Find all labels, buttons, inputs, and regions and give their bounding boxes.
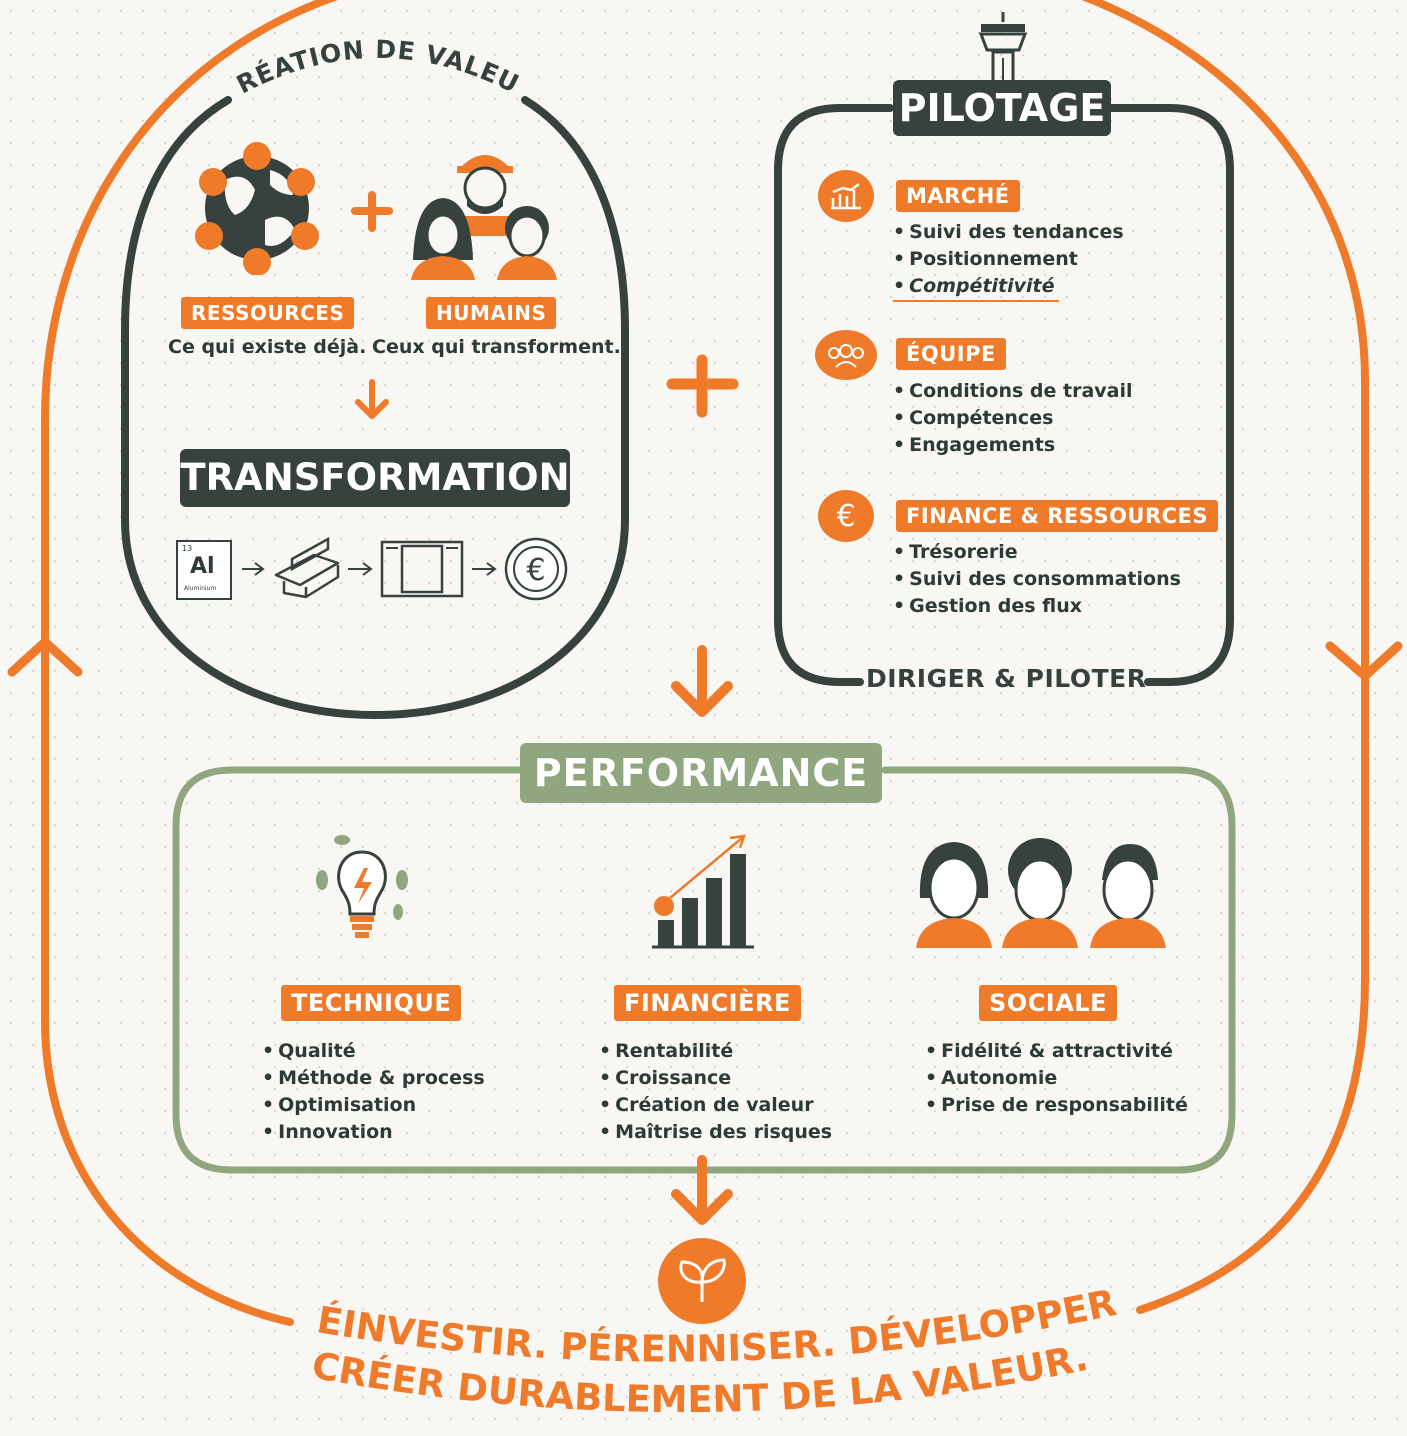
svg-text:€: € — [526, 553, 545, 588]
market-chart-icon — [818, 170, 874, 222]
pilotage-banner: PILOTAGE — [893, 80, 1111, 136]
list-item: Conditions de travail — [893, 378, 1132, 405]
lightbulb-icon — [316, 835, 408, 938]
metal-beam-icon — [274, 536, 340, 599]
loop-arrow-up — [7, 637, 83, 677]
creation-title: CRÉATION DE VALEUR — [0, 0, 524, 99]
team-icon — [815, 330, 877, 380]
list-item: Innovation — [262, 1119, 485, 1146]
element-name: Aluminium — [184, 585, 217, 592]
growth-chart-icon — [652, 834, 754, 949]
technique-list: Qualité Méthode & process Optimisation I… — [262, 1038, 485, 1146]
humans-icon — [411, 155, 557, 280]
loop-arrow-down — [1325, 641, 1403, 681]
list-item: Trésorerie — [893, 539, 1181, 566]
finance-list: Trésorerie Suivi des consommations Gesti… — [893, 539, 1181, 620]
list-item: Croissance — [599, 1065, 832, 1092]
humains-subtitle: Ceux qui transforment. — [372, 336, 621, 358]
financiere-label: FINANCIÈRE — [614, 985, 801, 1021]
ressources-subtitle: Ce qui existe déjà. — [168, 336, 367, 358]
list-item: Méthode & process — [262, 1065, 485, 1092]
window-frame-icon — [380, 540, 464, 598]
humains-label: HUMAINS — [426, 297, 557, 329]
list-item: Prise de responsabilité — [925, 1092, 1188, 1119]
ressources-label: RESSOURCES — [181, 297, 355, 329]
list-item: Rentabilité — [599, 1038, 832, 1065]
aluminium-element-icon: 13 Al Aluminium — [176, 540, 232, 600]
control-tower-icon — [978, 12, 1028, 84]
list-item: Création de valeur — [599, 1092, 832, 1119]
euro-coin-icon: € — [504, 537, 568, 601]
sociale-list: Fidélité & attractivité Autonomie Prise … — [925, 1038, 1188, 1119]
list-item: Maîtrise des risques — [599, 1119, 832, 1146]
list-item: Qualité — [262, 1038, 485, 1065]
pilotage-frame — [774, 104, 1234, 686]
list-item: Suivi des consommations — [893, 566, 1181, 593]
equipe-label: ÉQUIPE — [896, 338, 1006, 370]
sprout-icon — [658, 1238, 746, 1324]
list-item: Engagements — [893, 432, 1133, 459]
transformation-banner: TRANSFORMATION — [180, 449, 570, 507]
list-item: Positionnement — [893, 246, 1124, 273]
creation-frame — [121, 96, 629, 720]
outer-loop-left — [41, 0, 338, 1326]
globe-resources-icon — [195, 142, 319, 275]
arrow-down-footer — [671, 1155, 733, 1225]
element-number: 13 — [182, 544, 193, 553]
list-item: Gestion des flux — [893, 593, 1181, 620]
marche-label: MARCHÉ — [896, 180, 1020, 212]
euro-icon: € — [818, 490, 874, 542]
element-symbol: Al — [190, 554, 215, 579]
pilotage-footer: DIRIGER & PILOTER — [866, 664, 1147, 693]
list-item: Compétences — [893, 405, 1133, 432]
arrow-down-transformation — [355, 379, 389, 419]
list-item: Suivi des tendances — [893, 219, 1124, 246]
plus-center — [666, 354, 739, 418]
performance-frame — [172, 766, 1236, 1174]
outer-loop-right — [1081, 0, 1369, 1314]
performance-banner: PERFORMANCE — [520, 743, 882, 803]
financiere-list: Rentabilité Croissance Création de valeu… — [599, 1038, 832, 1146]
sociale-label: SOCIALE — [979, 985, 1117, 1021]
arrow-down-performance — [671, 645, 733, 717]
finance-label: FINANCE & RESSOURCES — [896, 500, 1219, 532]
equipe-list: Conditions de travail Compétences Engage… — [893, 378, 1133, 459]
list-item: Optimisation — [262, 1092, 485, 1119]
technique-label: TECHNIQUE — [281, 985, 462, 1021]
list-item: Autonomie — [925, 1065, 1188, 1092]
list-item: Compétitivité — [893, 273, 1059, 302]
people-icon — [916, 838, 1166, 948]
plus-creation — [351, 191, 393, 232]
marche-list: Suivi des tendances Positionnement Compé… — [893, 219, 1124, 302]
list-item: Fidélité & attractivité — [925, 1038, 1188, 1065]
